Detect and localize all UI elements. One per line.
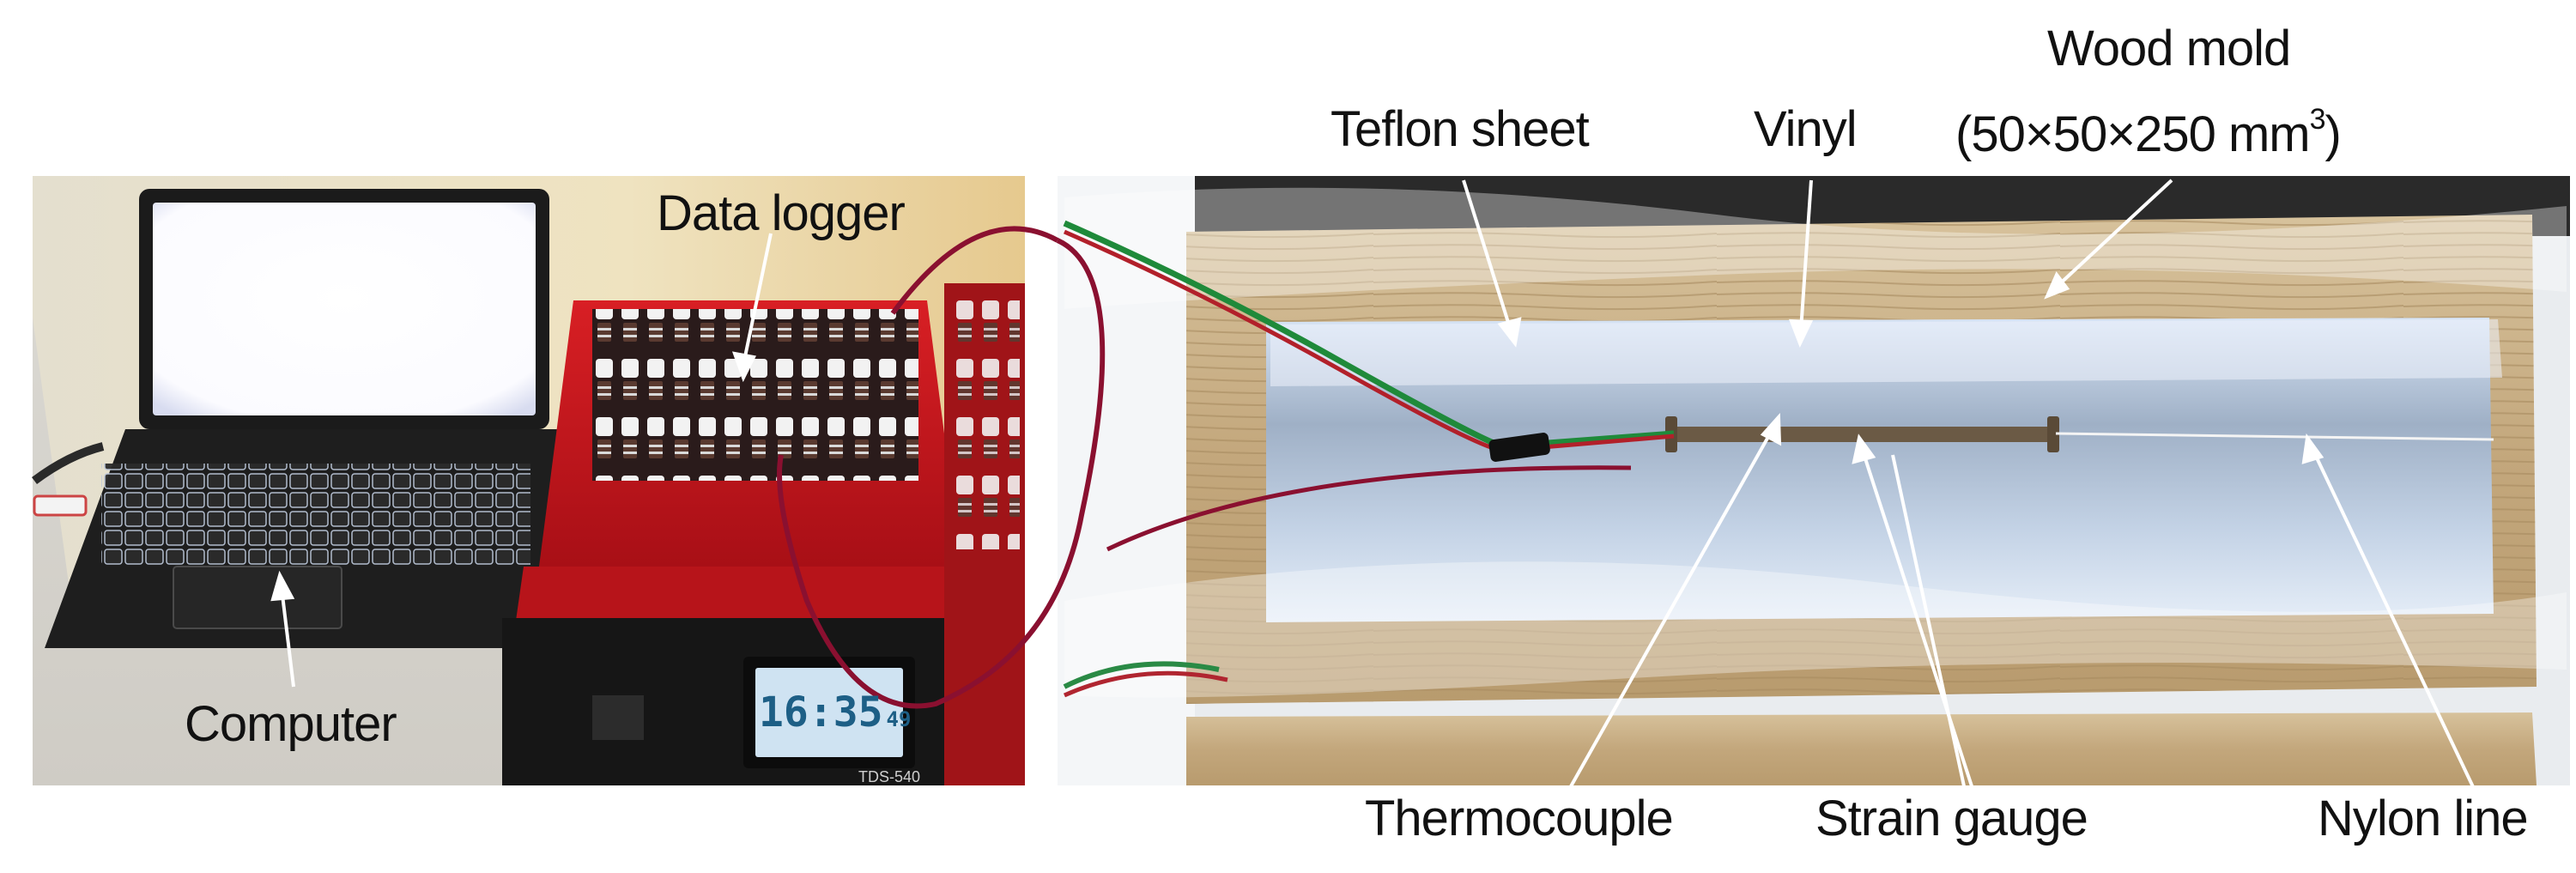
arrow-teflon xyxy=(1462,179,1512,331)
arrow-thermocouple xyxy=(1565,428,1774,795)
strain-gauge-rod xyxy=(1665,416,2059,452)
label-nylon-line: Nylon line xyxy=(2318,791,2529,846)
vinyl-film xyxy=(1064,187,2567,309)
laptop xyxy=(45,189,558,648)
arrow-strain-gauge-2 xyxy=(1891,454,1967,795)
arrow-strain-gauge-1 xyxy=(1861,450,1976,795)
arrow-data-logger xyxy=(742,233,773,366)
teflon-sheet xyxy=(1270,319,2502,386)
logger-clock-seconds: 49 xyxy=(886,707,912,731)
label-teflon-sheet: Teflon sheet xyxy=(1330,101,1590,157)
mold-cavity xyxy=(1266,318,2494,622)
label-wood-mold: Wood mold xyxy=(2047,21,2291,76)
arrow-wood-mold xyxy=(2054,179,2173,289)
label-wood-mold-dims-close: ) xyxy=(2324,106,2342,162)
arrow-nylon-line xyxy=(2312,450,2478,795)
logger-clock-time: 16:35 xyxy=(759,688,883,737)
thermocouple-wire xyxy=(1063,220,1675,450)
annotation-arrows xyxy=(270,179,2478,795)
arrow-computer xyxy=(280,587,295,688)
right-photo xyxy=(1058,176,2570,785)
laptop-screen xyxy=(153,203,536,415)
second-logger-unit xyxy=(944,283,1025,785)
arrow-vinyl xyxy=(1799,179,1813,331)
label-wood-mold-dims-sup: 3 xyxy=(2309,103,2326,136)
label-data-logger: Data logger xyxy=(657,185,906,241)
nylon-line-wire xyxy=(2055,432,2494,441)
left-photo xyxy=(32,176,1025,785)
logger-model: TDS-540 xyxy=(858,768,921,785)
label-wood-mold-dims: (50×50×250 mm3) xyxy=(1955,103,2342,162)
label-thermocouple: Thermocouple xyxy=(1365,791,1674,846)
touchpad xyxy=(173,566,342,629)
label-wood-mold-dims-main: (50×50×250 mm xyxy=(1955,106,2311,162)
label-vinyl: Vinyl xyxy=(1754,101,1858,157)
label-computer: Computer xyxy=(185,696,397,752)
label-strain-gauge: Strain gauge xyxy=(1815,791,2088,846)
logger-to-mold-cable xyxy=(890,226,1059,315)
